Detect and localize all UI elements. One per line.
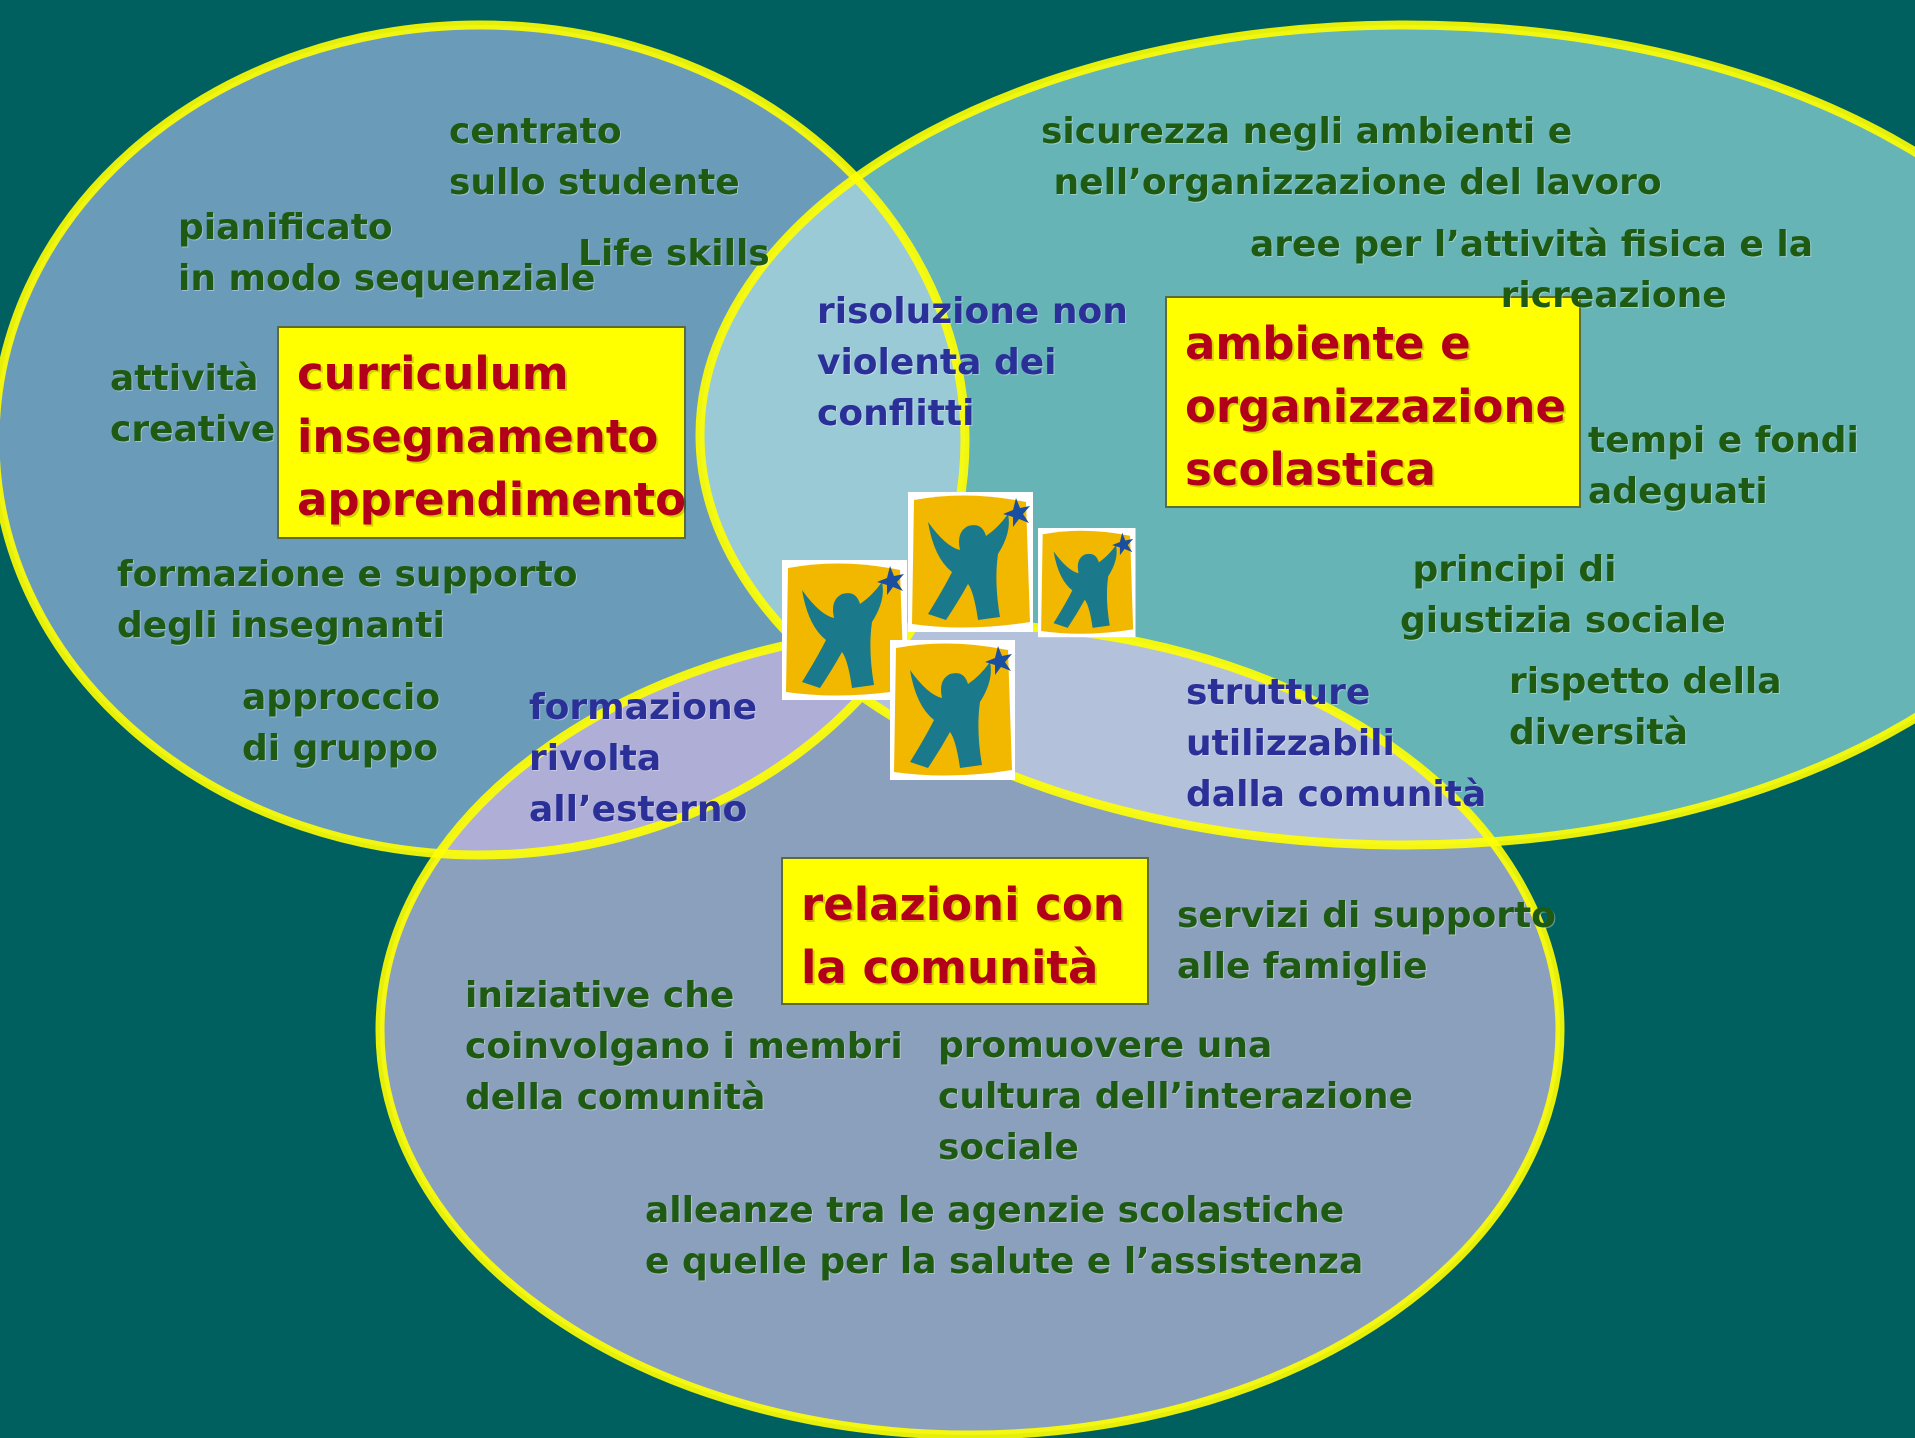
item-rispetto: rispetto della diversità [1509, 661, 1782, 753]
item-attivita-creative: attività creative [110, 358, 276, 450]
item-formazione-supporto: formazione e supporto degli insegnanti [117, 554, 578, 646]
label-box-ambiente: ambiente e organizzazione scolastica [1165, 296, 1581, 508]
item-pianificato: pianificato in modo sequenziale [178, 207, 596, 299]
dancing-figures-logo [782, 492, 1136, 780]
item-life-skills: Life skills [578, 233, 770, 274]
item-centrato: centrato sullo studente [449, 111, 740, 203]
item-principi: principi di giustizia sociale [1400, 549, 1726, 641]
item-iniziative: iniziative che coinvolgano i membri dell… [465, 975, 903, 1118]
label-curriculum: curriculum insegnamento apprendimento [297, 347, 687, 526]
label-box-relazioni: relazioni con la comunità [781, 857, 1149, 1005]
item-alleanze: alleanze tra le agenzie scolastiche e qu… [645, 1190, 1364, 1282]
item-aree: aree per l’attività fisica e la ricreazi… [1250, 224, 1813, 316]
item-risoluzione: risoluzione non violenta dei conflitti [817, 291, 1128, 434]
item-approccio: approccio di gruppo [242, 677, 441, 769]
label-relazioni: relazioni con la comunità [801, 878, 1125, 994]
item-tempi: tempi e fondi adeguati [1588, 420, 1859, 512]
item-sicurezza: sicurezza negli ambienti e nell’organizz… [1041, 111, 1662, 203]
item-strutture: strutture utilizzabili dalla comunità [1186, 672, 1487, 815]
item-promuovere: promuovere una cultura dell’interazione … [938, 1025, 1413, 1168]
label-ambiente: ambiente e organizzazione scolastica [1185, 317, 1566, 496]
outline-ambiente [695, 20, 1915, 850]
item-formazione-esterno: formazione rivolta all’esterno [529, 687, 758, 830]
item-servizi: servizi di supporto alle famiglie [1177, 895, 1556, 987]
overlap-ambiente-relazioni [700, 625, 1560, 845]
outline-curriculum [0, 20, 970, 860]
label-box-curriculum: curriculum insegnamento apprendimento [277, 326, 686, 539]
